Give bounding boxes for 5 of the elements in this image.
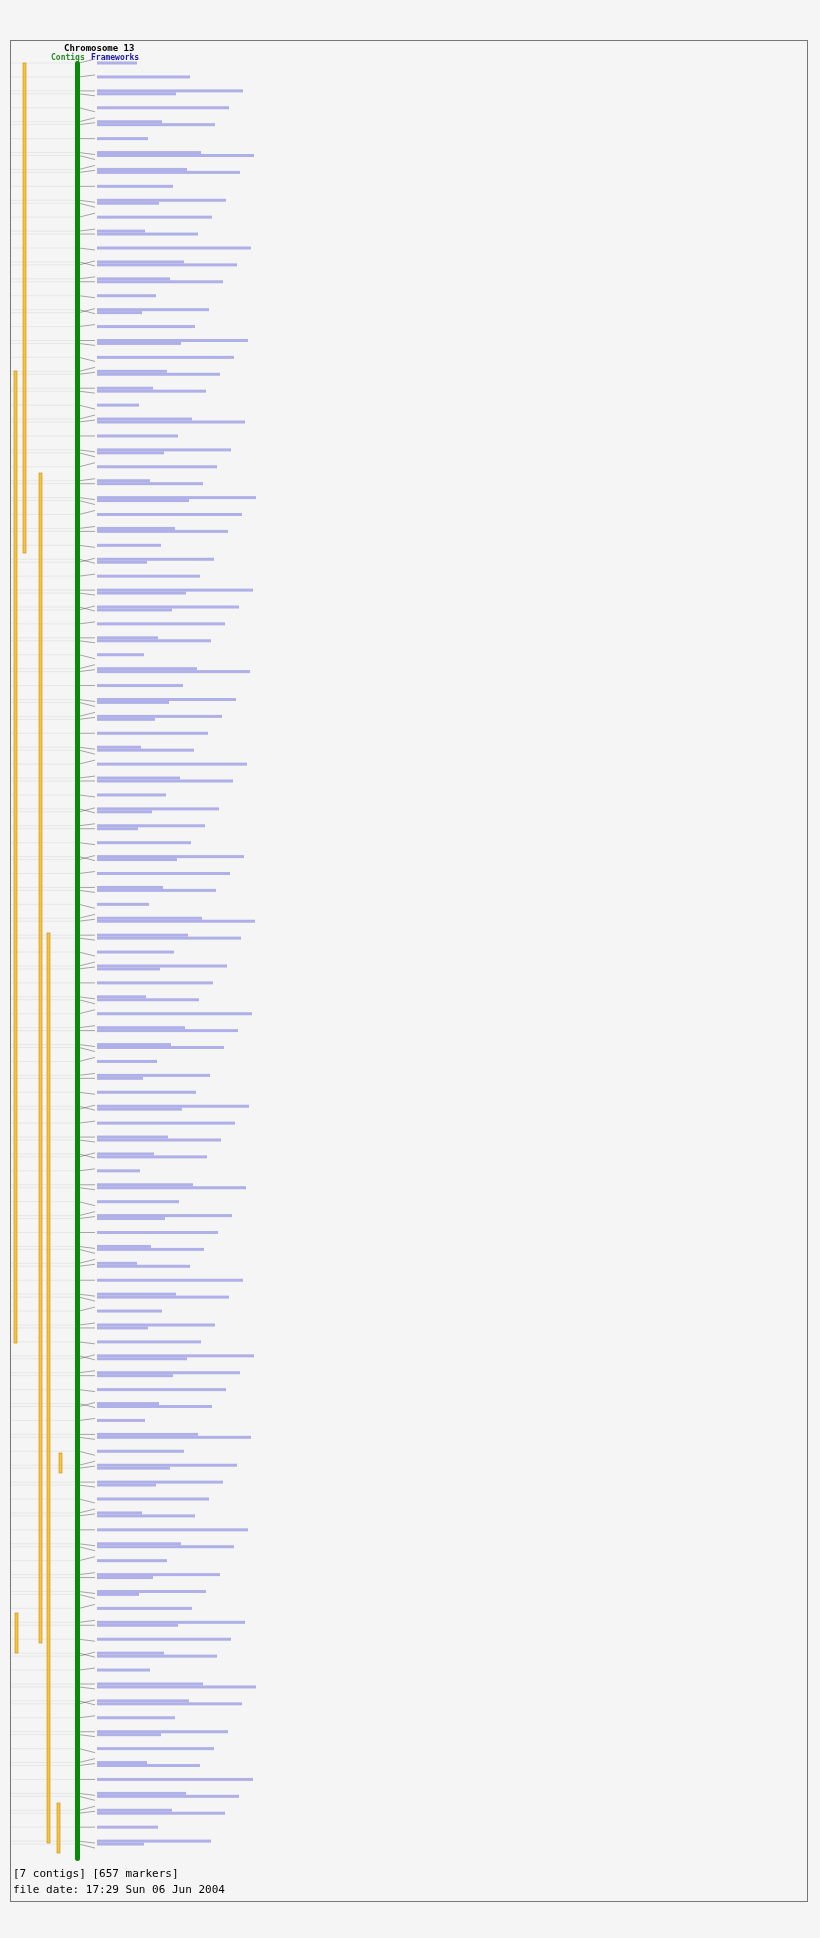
chart-title: Chromosome 13: [64, 43, 135, 53]
column-header: Contigs: [51, 53, 85, 62]
footer-note: file date: 17:29 Sun 06 Jun 2004: [13, 1883, 225, 1896]
column-header: Frameworks: [91, 53, 140, 62]
footer-note: [7 contigs] [657 markers]: [13, 1867, 179, 1880]
